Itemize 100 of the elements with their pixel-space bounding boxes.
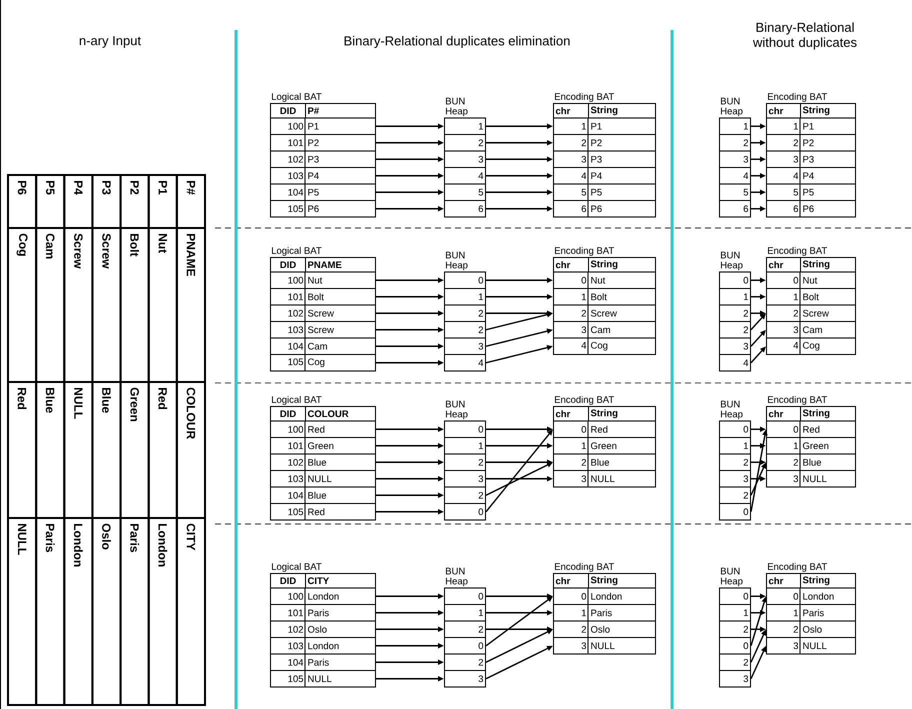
table-row: 2 Blue <box>766 453 856 471</box>
table-row: 1 Green <box>553 436 656 454</box>
table-row: 1 Paris <box>553 604 656 622</box>
table-row: 1 Bolt <box>553 288 656 306</box>
table-cell: P3 <box>91 174 122 229</box>
heap-cell: 0 <box>444 420 486 438</box>
table-cell: NULL <box>7 517 38 706</box>
table-row: 3 P3 <box>766 150 856 168</box>
header-cell: String <box>800 103 856 118</box>
heap-cell: 4 <box>444 354 486 372</box>
header-cell: String <box>588 257 656 272</box>
table-row: 1 P1 <box>766 117 856 135</box>
table-row: 4 Cog <box>553 337 656 355</box>
header-cell: chr <box>553 103 589 118</box>
table-row: 2 P2 <box>553 134 656 152</box>
table-cell: PNAME <box>176 227 206 383</box>
table-title: Logical BAT <box>272 396 322 405</box>
heap-cell: 2 <box>444 321 486 338</box>
table-row: 104 Blue <box>270 486 376 504</box>
title: Binary-Relational without duplicates <box>752 22 857 50</box>
heap-cell: 1 <box>719 288 752 306</box>
header-cell: String <box>800 257 856 272</box>
table-row: 5 P5 <box>766 183 856 201</box>
table-title: BUN Heap <box>446 252 468 270</box>
table-cell: Cog <box>7 227 38 383</box>
table-row: 3 NULL <box>553 636 656 654</box>
header-cell: CITY <box>305 573 376 588</box>
table-cell: Red <box>148 381 178 519</box>
table-cell: P# <box>176 174 206 229</box>
table-row: 101 Bolt <box>270 288 376 306</box>
table-title: BUN Heap <box>721 400 743 420</box>
table-row: 1 Green <box>766 436 856 454</box>
table-row: 104 Paris <box>270 653 376 671</box>
header-cell: DID <box>270 406 306 422</box>
table-cell: Cam <box>35 227 66 383</box>
table-row: 0 Nut <box>766 271 856 289</box>
table-title: Logical BAT <box>272 562 322 572</box>
table-row: 100 Nut <box>270 271 376 289</box>
table-row: 0 Red <box>553 420 656 438</box>
table-row: 4 P4 <box>553 166 656 184</box>
header-cell: String <box>800 573 856 588</box>
heap-cell: 2 <box>444 486 486 504</box>
table-row: 100 P1 <box>270 117 376 135</box>
table-cell: Green <box>120 381 150 519</box>
heap-cell: 2 <box>444 304 486 322</box>
table-cell: CITY <box>176 517 206 706</box>
header-cell: DID <box>270 103 306 118</box>
heap-cell: 1 <box>719 437 752 454</box>
table-row: 2 Oslo <box>766 620 856 638</box>
title: Binary-Relational duplicates elimination <box>344 36 570 48</box>
table-cell: Bolt <box>120 227 150 383</box>
header-cell: DID <box>270 573 306 588</box>
table-title: Encoding BAT <box>768 92 827 102</box>
table-cell: London <box>63 517 94 706</box>
table-cell: Paris <box>120 517 150 706</box>
table-row: 1 Paris <box>766 604 856 622</box>
heap-cell: 2 <box>719 134 752 152</box>
header-cell: DID <box>270 257 306 272</box>
header-cell: chr <box>553 406 589 422</box>
heap-cell: 0 <box>719 503 752 520</box>
table-title: Encoding BAT <box>555 246 614 256</box>
heap-cell: 3 <box>719 150 752 168</box>
table-row: 2 Oslo <box>553 620 656 638</box>
heap-cell: 3 <box>444 150 486 168</box>
heap-cell: 2 <box>719 304 752 322</box>
heap-cell: 5 <box>719 184 752 201</box>
heap-cell: 0 <box>444 637 486 654</box>
header-cell: chr <box>553 573 589 588</box>
table-title: Logical BAT <box>272 92 322 102</box>
heap-cell: 6 <box>444 200 486 218</box>
table-cell: P5 <box>35 174 66 229</box>
table-cell: Red <box>7 381 38 519</box>
table-title: Encoding BAT <box>555 92 614 102</box>
table-title: Encoding BAT <box>555 396 614 405</box>
heap-cell: 1 <box>444 118 486 135</box>
table-row: 3 Cam <box>553 320 656 338</box>
table-row: 3 NULL <box>766 470 856 488</box>
table-title: BUN Heap <box>446 400 468 420</box>
header-cell: P# <box>305 103 376 118</box>
heap-cell: 5 <box>444 184 486 201</box>
table-row: 100 London <box>270 587 376 605</box>
table-row: 2 Blue <box>553 453 656 471</box>
table-row: 3 P3 <box>553 150 656 168</box>
heap-cell: 0 <box>719 420 752 438</box>
header-cell: chr <box>766 573 801 588</box>
table-cell: P1 <box>148 174 178 229</box>
heap-cell: 0 <box>444 503 486 520</box>
table-row: 101 Paris <box>270 604 376 622</box>
header-cell: COLOUR <box>305 406 376 422</box>
heap-cell: 0 <box>719 588 752 605</box>
heap-cell: 3 <box>719 338 752 355</box>
heap-cell: 4 <box>719 354 752 372</box>
table-cell: Screw <box>63 227 94 383</box>
table-row: 0 Red <box>766 420 856 438</box>
table-row: 102 Oslo <box>270 620 376 638</box>
heap-cell: 2 <box>444 134 486 152</box>
table-row: 1 Bolt <box>766 288 856 306</box>
table-title: BUN Heap <box>721 252 743 270</box>
header-cell: chr <box>766 406 801 422</box>
table-cell: P4 <box>63 174 94 229</box>
